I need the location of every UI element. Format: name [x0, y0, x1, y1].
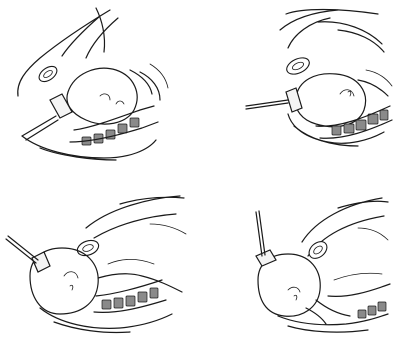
- stage-4-drawing: [198, 168, 396, 338]
- stage-3-drawing: [0, 168, 198, 338]
- panel-stage-1: [0, 0, 198, 168]
- panel-stage-2: [198, 0, 396, 168]
- panel-stage-4: [198, 168, 396, 338]
- stage-2-drawing: [198, 0, 396, 168]
- panel-stage-3: [0, 168, 198, 338]
- stage-1-drawing: [0, 0, 198, 168]
